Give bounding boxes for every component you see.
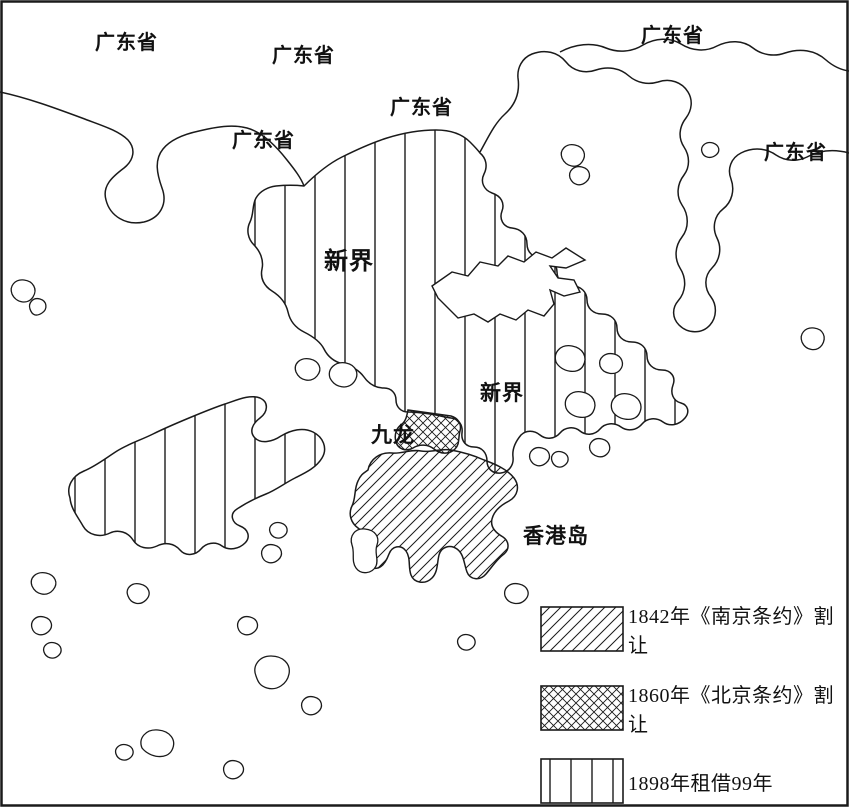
legend-swatch-diagonal-hatch	[540, 606, 624, 652]
outlying-islands	[10, 141, 825, 780]
island	[260, 543, 283, 564]
legend-swatch-vertical-stripes	[540, 758, 624, 804]
island	[114, 743, 134, 761]
province-label-guangdong-4: 广东省	[390, 97, 453, 119]
island	[350, 528, 379, 574]
island	[126, 583, 150, 605]
island	[28, 297, 47, 316]
legend-item-1860: 1860年《北京条约》割让	[540, 679, 849, 737]
mainland-northeast-coastline	[479, 50, 849, 333]
province-label-guangdong-6: 广东省	[764, 142, 827, 164]
legend: 1842年《南京条约》割让 1860年《北京条约》割让	[540, 600, 849, 807]
island	[610, 393, 642, 420]
island	[528, 446, 551, 467]
island	[254, 655, 290, 690]
legend-item-label: 1860年《北京条约》割让	[628, 685, 834, 736]
legend-item-label: 1842年《南京条约》割让	[628, 606, 834, 657]
province-label-guangdong-5: 广东省	[641, 25, 704, 47]
legend-item-1898: 1898年租借99年	[540, 758, 849, 804]
province-label-guangdong-3: 广东省	[232, 130, 295, 152]
island	[42, 641, 62, 659]
region-label-new-territories-east: 新界	[480, 381, 524, 405]
tolo-harbour-water	[431, 247, 587, 323]
island	[222, 759, 245, 780]
island	[294, 358, 321, 381]
island	[30, 572, 57, 595]
region-label-hong-kong-island: 香港岛	[523, 524, 589, 548]
legend-swatch-crosshatch	[540, 685, 624, 731]
island	[30, 615, 53, 636]
island	[10, 279, 36, 303]
island	[504, 582, 529, 605]
island	[550, 450, 569, 468]
lantau-island-region	[68, 395, 326, 556]
island	[268, 521, 288, 539]
island	[554, 345, 586, 372]
region-label-kowloon: 九龙	[371, 423, 415, 447]
kowloon-region	[394, 409, 462, 454]
island	[328, 362, 358, 388]
province-label-guangdong-2: 广东省	[272, 45, 335, 67]
island	[456, 633, 476, 651]
mainland-topright-coastline	[559, 38, 849, 72]
island	[564, 391, 596, 418]
region-label-new-territories: 新界	[324, 249, 374, 275]
island	[560, 144, 586, 167]
island	[300, 695, 323, 716]
island	[140, 729, 175, 758]
island	[588, 437, 611, 458]
legend-item-1842: 1842年《南京条约》割让	[540, 600, 849, 658]
mainland-west-coastline	[0, 91, 305, 224]
legend-item-label: 1898年租借99年	[628, 772, 773, 795]
island	[236, 615, 259, 636]
island	[800, 327, 825, 351]
province-label-guangdong-1: 广东省	[95, 32, 158, 54]
island	[568, 165, 591, 186]
island	[599, 352, 624, 375]
island	[700, 141, 720, 159]
